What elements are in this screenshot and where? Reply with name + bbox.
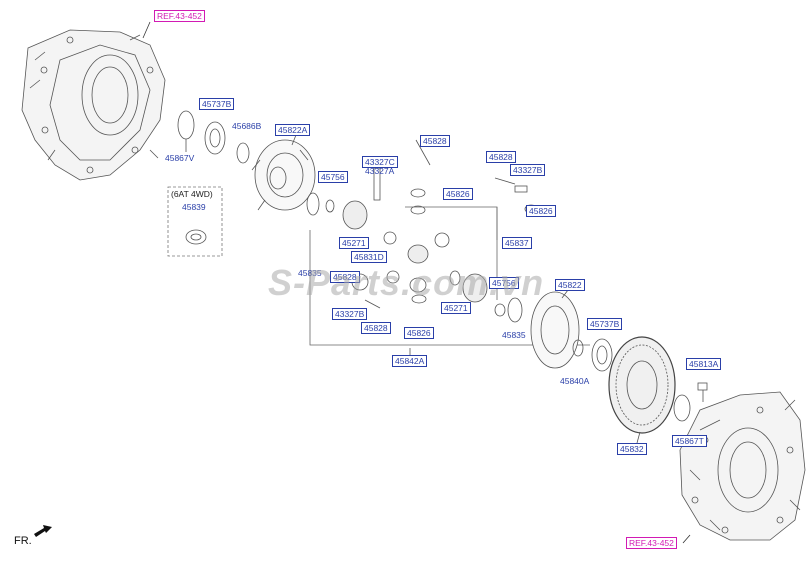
part-45835-left[interactable]: 45835 [298,268,322,278]
washer-45867V [177,110,195,140]
part-45756-right[interactable]: 45756 [489,277,519,289]
part-45271-right[interactable]: 45271 [441,302,471,314]
part-45737B-right[interactable]: 45737B [587,318,623,330]
part-45835-right[interactable]: 45835 [502,330,526,340]
part-45271-left[interactable]: 45271 [339,237,369,249]
part-43327B-top[interactable]: 43327B [510,164,546,176]
part-45826-right[interactable]: 45826 [526,205,556,217]
part-45737B-left[interactable]: 45737B [199,98,235,110]
part-45686B[interactable]: 45686B [232,121,262,131]
differential-case-2 [530,291,580,369]
part-45839[interactable]: 45839 [182,202,206,212]
part-45867T[interactable]: 45867T [672,435,707,447]
part-43327C[interactable]: 43327C [362,156,398,168]
front-arrow-icon [34,525,52,537]
part-45813A[interactable]: 45813A [686,358,722,370]
part-43327B-bottom[interactable]: 43327B [332,308,368,320]
part-45831D[interactable]: 45831D [351,251,387,263]
part-45828-mid[interactable]: 45828 [330,271,360,283]
part-45828-bottom[interactable]: 45828 [361,322,391,334]
part-45822A[interactable]: 45822A [275,124,311,136]
bearing-left [204,121,226,155]
ring-gear [608,336,676,434]
part-43327A[interactable]: 43327A [365,166,395,176]
group-6at-4wd-label: (6AT 4WD) [171,189,213,199]
part-45822[interactable]: 45822 [555,279,585,291]
front-direction-label: FR. [14,535,32,547]
transmission-case-left [21,21,166,181]
part-45840A[interactable]: 45840A [560,376,590,386]
part-45756-top[interactable]: 45756 [318,171,348,183]
part-45828-top[interactable]: 45828 [420,135,450,147]
watermark-text: S-Parts.com.vn [268,262,545,303]
part-45837[interactable]: 45837 [502,237,532,249]
transmission-case-right [679,391,806,544]
ref-top-label[interactable]: REF.43-452 [154,10,205,22]
part-45826-top[interactable]: 45826 [443,188,473,200]
part-45842A[interactable]: 45842A [392,355,428,367]
part-45828-right[interactable]: 45828 [486,151,516,163]
differential-case [251,139,316,211]
part-45826-bottom[interactable]: 45826 [404,327,434,339]
part-45832[interactable]: 45832 [617,443,647,455]
part-45867V[interactable]: 45867V [165,153,195,163]
ref-bottom-label[interactable]: REF.43-452 [626,537,677,549]
